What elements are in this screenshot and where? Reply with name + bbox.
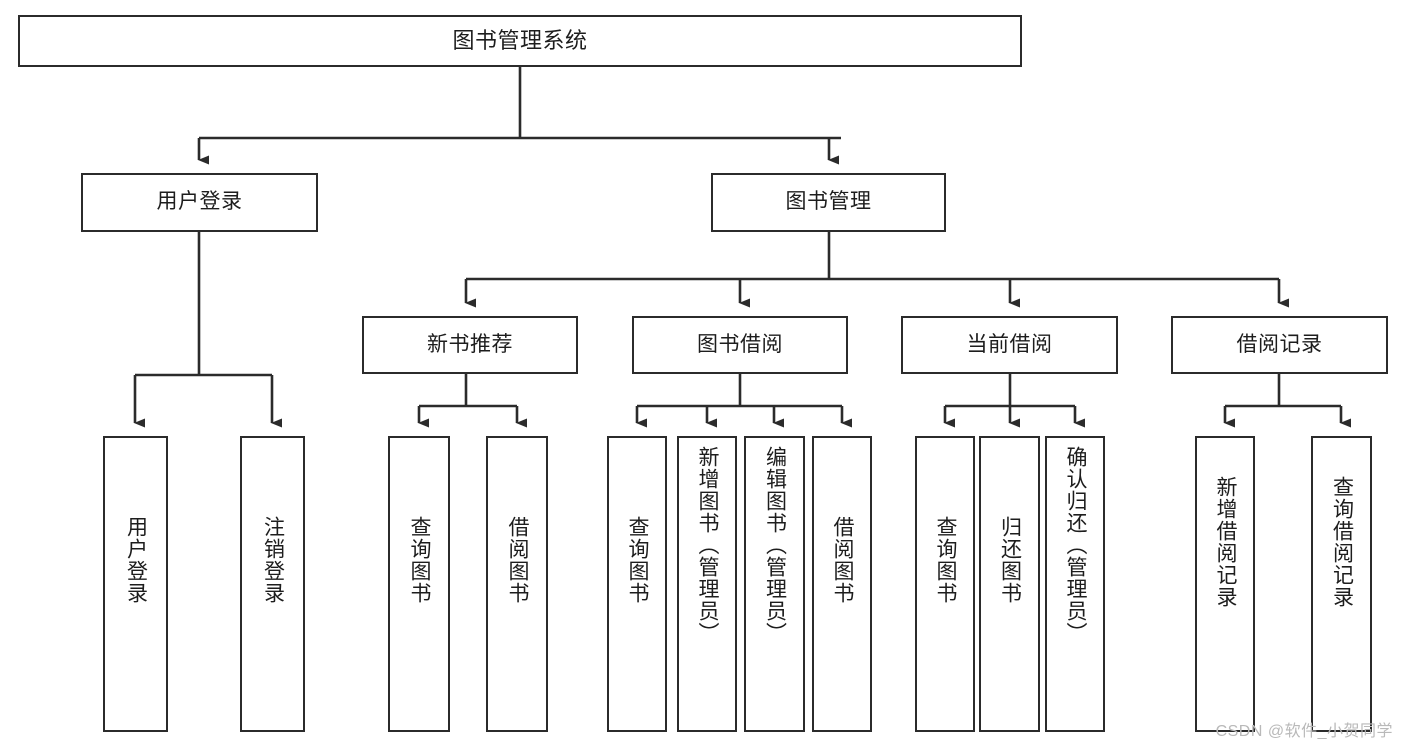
- node-leaf-add-record-label: 新增借阅记录: [1214, 476, 1238, 608]
- node-current-borrow-label: 当前借阅: [966, 332, 1053, 356]
- node-leaf-confirm-return-label: 确认归还（管理员）: [1064, 446, 1088, 644]
- node-leaf-return-book[interactable]: 归还图书: [979, 436, 1040, 732]
- node-leaf-add-book-label: 新增图书（管理员）: [696, 446, 720, 644]
- node-current-borrow[interactable]: 当前借阅: [901, 316, 1118, 374]
- node-new-book-recommend-label: 新书推荐: [427, 332, 513, 356]
- node-leaf-query-book-2-label: 查询图书: [626, 516, 650, 604]
- node-root-label: 图书管理系统: [452, 28, 588, 54]
- node-user-login-label: 用户登录: [156, 190, 243, 214]
- node-leaf-query-record[interactable]: 查询借阅记录: [1311, 436, 1372, 732]
- node-leaf-query-book-1-label: 查询图书: [408, 516, 432, 604]
- node-book-manage[interactable]: 图书管理: [711, 173, 946, 232]
- node-new-book-recommend[interactable]: 新书推荐: [362, 316, 578, 374]
- node-leaf-query-book-1[interactable]: 查询图书: [388, 436, 450, 732]
- node-leaf-borrow-book-2-label: 借阅图书: [831, 516, 855, 604]
- node-leaf-add-book[interactable]: 新增图书（管理员）: [677, 436, 737, 732]
- node-leaf-edit-book-label: 编辑图书（管理员）: [763, 446, 787, 644]
- node-user-login[interactable]: 用户登录: [81, 173, 318, 232]
- node-root[interactable]: 图书管理系统: [18, 15, 1022, 67]
- node-leaf-borrow-book-1[interactable]: 借阅图书: [486, 436, 548, 732]
- node-book-manage-label: 图书管理: [785, 190, 872, 214]
- node-leaf-user-login[interactable]: 用户登录: [103, 436, 168, 732]
- node-leaf-query-book-3-label: 查询图书: [934, 516, 958, 604]
- node-leaf-user-login-label: 用户登录: [124, 516, 148, 604]
- node-borrow-record-label: 借阅记录: [1236, 332, 1323, 356]
- node-leaf-return-book-label: 归还图书: [998, 516, 1022, 604]
- node-leaf-borrow-book-2[interactable]: 借阅图书: [812, 436, 872, 732]
- node-book-borrow[interactable]: 图书借阅: [632, 316, 848, 374]
- node-leaf-logout-label: 注销登录: [261, 516, 285, 604]
- node-leaf-borrow-book-1-label: 借阅图书: [506, 516, 530, 604]
- node-borrow-record[interactable]: 借阅记录: [1171, 316, 1388, 374]
- node-book-borrow-label: 图书借阅: [697, 332, 783, 356]
- csdn-watermark: CSDN @软件_小贺同学: [1215, 723, 1393, 740]
- node-leaf-confirm-return[interactable]: 确认归还（管理员）: [1045, 436, 1105, 732]
- node-leaf-add-record[interactable]: 新增借阅记录: [1195, 436, 1255, 732]
- node-leaf-logout[interactable]: 注销登录: [240, 436, 305, 732]
- node-leaf-edit-book[interactable]: 编辑图书（管理员）: [744, 436, 805, 732]
- node-leaf-query-book-2[interactable]: 查询图书: [607, 436, 667, 732]
- node-leaf-query-book-3[interactable]: 查询图书: [915, 436, 975, 732]
- node-leaf-query-record-label: 查询借阅记录: [1330, 476, 1354, 608]
